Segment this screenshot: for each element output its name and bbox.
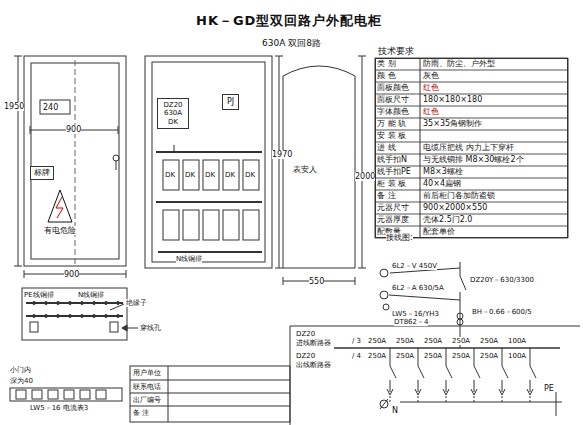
component-label: DZ20 630A DK [160, 101, 186, 126]
drawing-label: 进线断路器 [296, 339, 331, 347]
table-cell: 防雨、防尘、户外型 [423, 59, 495, 68]
drawing-label: 900 [66, 125, 81, 134]
table-cell: 柜 装 板 [377, 179, 406, 188]
table-cell: 面板尺寸 [377, 95, 409, 104]
drawing-label: 表安人 [293, 165, 317, 174]
component-label: PJ [227, 97, 234, 107]
drawing-label: 250A [452, 352, 470, 360]
drawing-label: 用户单位 [133, 369, 161, 377]
drawing-label: 接线图: [386, 233, 413, 242]
table-cell: 电缆压把线 内力上下穿杆 [423, 143, 514, 152]
drawing-label: / 3 [352, 337, 361, 345]
drawing-label: N [392, 406, 398, 415]
drawing-label: 250A [368, 337, 386, 345]
drawing-label: 小门内 [10, 366, 31, 374]
table-cell: 灰色 [423, 71, 439, 80]
drawing-label: 备 注 [133, 409, 149, 417]
table-cell: 前后柜门各加防盗锁 [423, 191, 495, 200]
drawing-label: DK [205, 171, 215, 179]
table-cell: 安 装 板 [377, 131, 406, 140]
drawing-label: LW5－16 电流表3 [30, 404, 88, 412]
drawing-label: 深为40 [10, 377, 33, 385]
drawing-label: 出厂编号 [133, 396, 161, 404]
drawing-label: DZ20 [296, 330, 315, 338]
table-cell: 35×35角钢制作 [423, 119, 482, 128]
drawing-label: 630A 双回8路 [262, 38, 321, 48]
table-cell: 900×2000×550 [423, 203, 487, 212]
table-cell: 元器厚度 [377, 215, 409, 224]
drawing-label: 有电危险 [44, 226, 76, 235]
table-cell: 字体颜色 [377, 107, 409, 116]
drawing-label: 100A [508, 352, 526, 360]
table-cell: 颜 色 [377, 71, 396, 80]
drawing-label: 250A [480, 337, 498, 345]
component-box: PJ [222, 94, 239, 110]
table-cell: 配套单价 [423, 227, 455, 236]
drawing-label: 250A [396, 337, 414, 345]
table-cell: 红色 [423, 83, 439, 92]
drawing-label: DK [245, 171, 255, 179]
drawing-label: 1970 [272, 150, 292, 159]
table-cell: 红色 [423, 107, 439, 116]
table-cell: 备 注 [377, 191, 396, 200]
drawing-label: DK [225, 171, 235, 179]
drawing-label: DT862－4 [394, 318, 428, 326]
table-cell: 类 别 [377, 59, 396, 68]
table-cell: 壳体2.5门2.0 [423, 215, 472, 224]
table-cell: 与无线铜排 M8×30螺栓2个 [423, 155, 524, 164]
component-box: 标牌 [30, 166, 54, 180]
title: HK－GD型双回路户外配电柜 [196, 12, 382, 30]
drawing-label: N线铜排 [176, 255, 202, 263]
drawing-label: 6L2－V 450V [392, 262, 437, 270]
drawing-label: 6L2－A 630/5A [392, 284, 444, 292]
drawing-label: 250A [424, 352, 442, 360]
component-label: 标牌 [34, 168, 50, 178]
component-box: DZ20 630A DK [157, 98, 189, 129]
table-cell: 进 线 [377, 143, 396, 152]
table-cell: 万 能 轨 [377, 119, 406, 128]
table-cell: 元器尺寸 [377, 203, 409, 212]
table-cell: 线手扣PE [377, 167, 411, 176]
drawing-label: 250A [368, 352, 386, 360]
table-cell: 线手扣N [377, 155, 407, 164]
drawing-label: DZ20Y－630/3300 [470, 276, 534, 284]
drawing-label: 250A [452, 337, 470, 345]
drawing-label: LW5－16/YH3 [392, 310, 439, 318]
table-cell: 40×4扁钢 [423, 179, 461, 188]
table-cell: 180×180×180 [423, 95, 482, 104]
drawing-label: / 4 [352, 352, 361, 360]
drawing-label: N线铜排 [78, 291, 104, 299]
drawing-label: BH－0.66－600/5 [472, 308, 532, 316]
table-cell: M8×3螺栓 [423, 167, 463, 176]
drawing-label: 250A [396, 352, 414, 360]
drawing-label: DK [185, 171, 195, 179]
drawing-label: PE线铜排 [24, 291, 54, 299]
drawing-label: 联系电话 [133, 383, 161, 391]
drawing-label: DZ20 [296, 352, 315, 360]
drawing-label: 1950 [4, 102, 24, 111]
drawing-label: DK [165, 171, 175, 179]
drawing-label: 240 [43, 103, 58, 112]
drawing-label: 250A [424, 337, 442, 345]
drawing-label: 出线断路器 [296, 361, 331, 369]
drawing-label: 100A [508, 337, 526, 345]
drawing-label: 900 [64, 270, 79, 279]
drawing-label: 绝缘子 [126, 299, 147, 307]
drawing-label: 550 [309, 277, 324, 286]
table-heading: 技术要求 [378, 46, 414, 57]
drawing-label: 250A [480, 352, 498, 360]
drawing-label: 穿线孔 [140, 324, 161, 332]
table-cell: 面板颜色 [377, 83, 409, 92]
drawing-label: PE [544, 384, 554, 393]
drawing-label: 2000 [355, 172, 375, 181]
